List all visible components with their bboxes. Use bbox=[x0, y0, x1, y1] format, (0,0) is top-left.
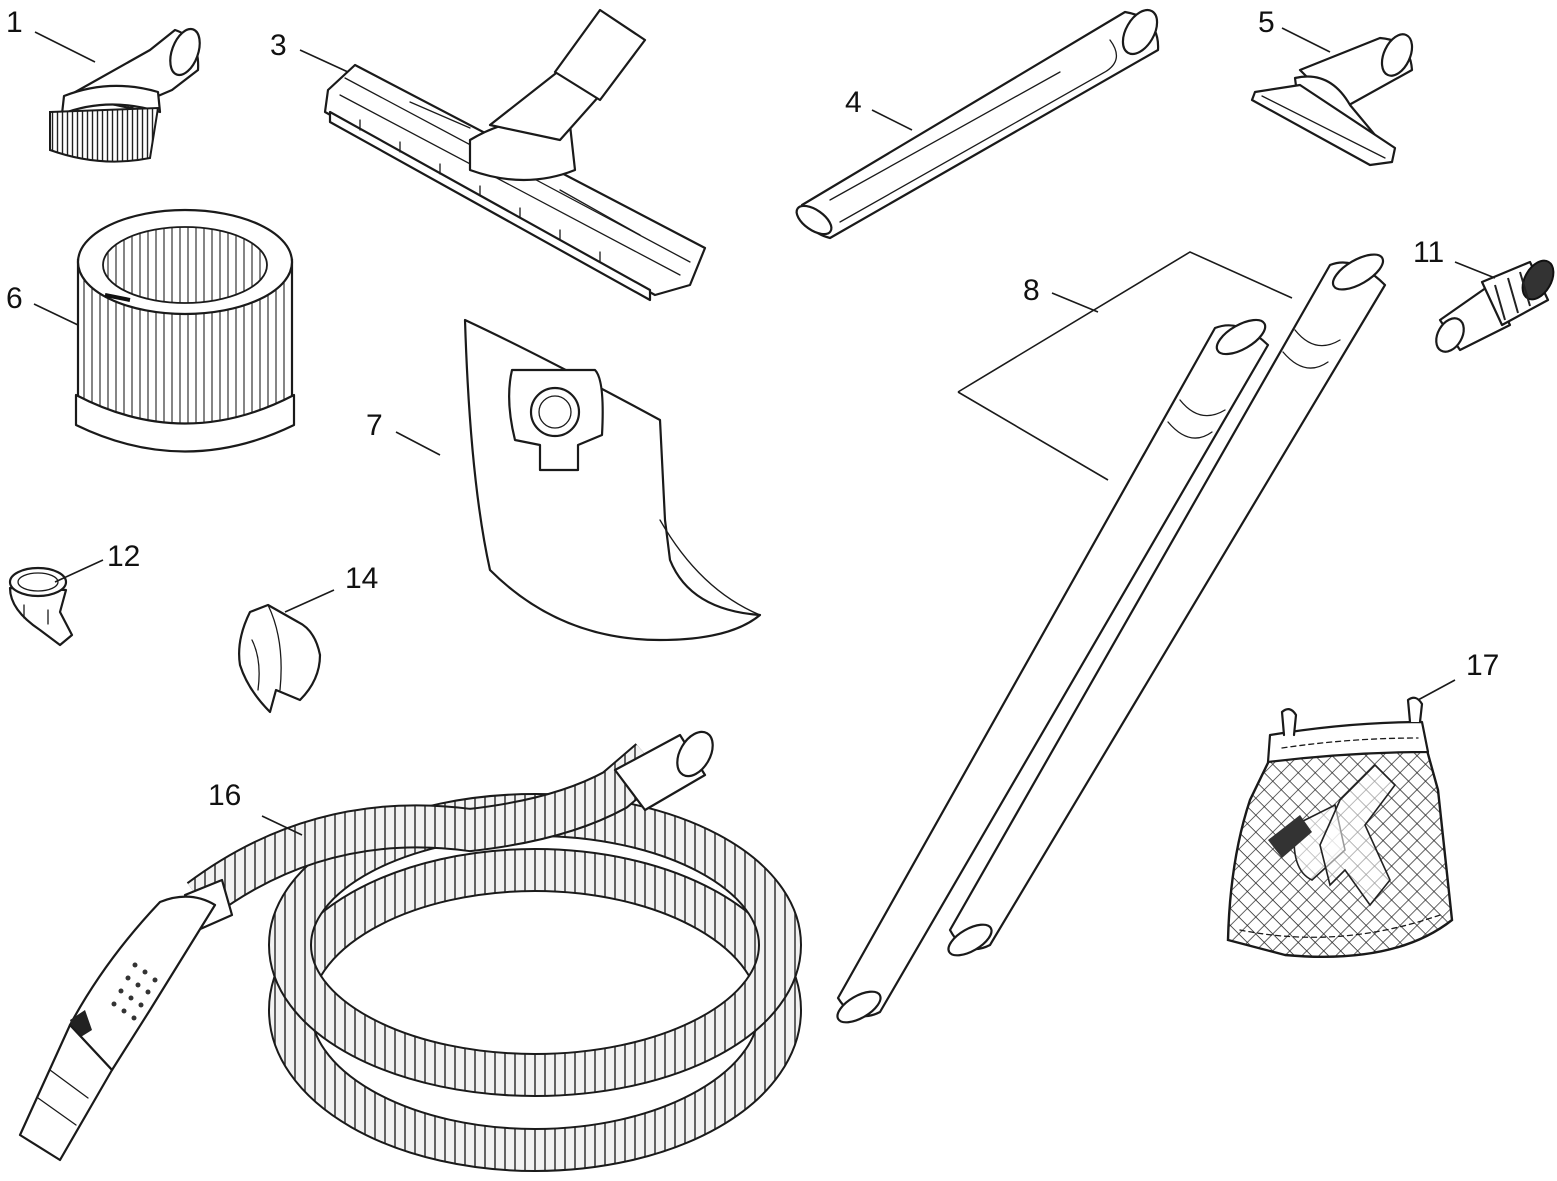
crevice-tool bbox=[795, 8, 1160, 240]
part-label-4: 4 bbox=[845, 86, 862, 119]
cartridge-filter bbox=[74, 208, 296, 453]
upholstery-nozzle bbox=[1250, 33, 1414, 167]
part-label-1: 1 bbox=[6, 6, 23, 39]
part-label-17: 17 bbox=[1466, 649, 1499, 682]
floor-nozzle bbox=[323, 8, 707, 302]
part-labels: 1 3 4 5 6 7 8 11 12 14 16 17 bbox=[6, 6, 1499, 812]
filter-bag bbox=[463, 318, 762, 642]
part-label-14: 14 bbox=[345, 562, 378, 595]
suction-hose bbox=[18, 730, 802, 1172]
hose-adapter bbox=[1435, 259, 1555, 353]
part-label-3: 3 bbox=[270, 29, 287, 62]
round-brush-nozzle bbox=[49, 27, 201, 163]
clamp-ring bbox=[8, 566, 74, 647]
part-label-12: 12 bbox=[107, 540, 140, 573]
part-label-6: 6 bbox=[6, 282, 23, 315]
accessory-storage-net bbox=[1226, 696, 1454, 958]
leader-lines bbox=[33, 27, 1496, 836]
part-label-7: 7 bbox=[366, 409, 383, 442]
extension-tubes bbox=[836, 253, 1387, 1024]
part-label-8: 8 bbox=[1023, 274, 1040, 307]
hose-clip bbox=[238, 603, 322, 714]
part-label-16: 16 bbox=[208, 779, 241, 812]
part-label-5: 5 bbox=[1258, 6, 1275, 39]
part-label-11: 11 bbox=[1413, 236, 1444, 269]
